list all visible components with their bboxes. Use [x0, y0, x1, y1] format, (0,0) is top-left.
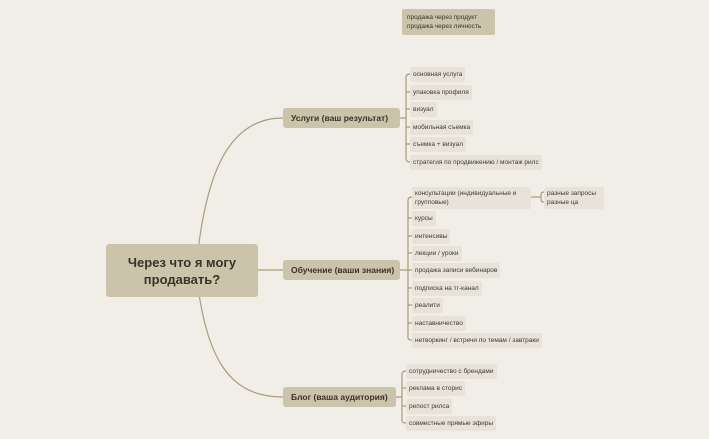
branch-services[interactable]: Услуги (ваш результат)	[283, 108, 400, 128]
note-box: продажа через продукт продажа через личн…	[402, 9, 495, 35]
sub-requests: разные запросы	[547, 190, 597, 197]
leaf-strategy[interactable]: стратегия по продвижению / монтаж рилс	[410, 155, 542, 170]
leaf-tg-subscription[interactable]: подписка на тг-канал	[412, 281, 482, 296]
root-node[interactable]: Через что я могу продавать?	[106, 244, 258, 297]
leaf-reality[interactable]: реалити	[412, 298, 443, 313]
leaf-courses[interactable]: курсы	[412, 211, 436, 226]
leaf-consultations[interactable]: консультации (индивидуальные и групповые…	[412, 187, 531, 209]
connector-consult-bracket	[531, 191, 545, 203]
leaf-webinar-sales[interactable]: продажа записи вебинаров	[412, 263, 501, 278]
sub-audience: разные ца	[547, 199, 579, 206]
leaf-visual[interactable]: визуал	[410, 102, 437, 117]
leaf-mobile-shooting[interactable]: мобильная съемка	[410, 120, 474, 135]
branch-education[interactable]: Обучение (ваши знания)	[283, 260, 400, 280]
leaf-lectures[interactable]: лекции / уроки	[412, 246, 462, 261]
branch-blog[interactable]: Блог (ваша аудитория)	[283, 387, 396, 407]
note-line-1: продажа через продукт	[407, 14, 478, 21]
leaf-reels-repost[interactable]: репост рилса	[406, 399, 453, 414]
leaf-mentoring[interactable]: наставничество	[412, 316, 466, 331]
connector-root-services	[195, 117, 284, 271]
leaf-stories-ads[interactable]: реклама в сторис	[406, 381, 465, 396]
leaf-brand-collab[interactable]: сотрудничество с брендами	[406, 364, 497, 379]
connector-services-bracket	[400, 73, 411, 163]
leaf-main-service[interactable]: основная услуга	[410, 67, 466, 82]
leaf-joint-live[interactable]: совместные прямые эфиры	[406, 416, 497, 431]
leaf-intensives[interactable]: интенсивы	[412, 229, 451, 244]
connector-blog-bracket	[396, 370, 407, 424]
connector-root-blog	[195, 269, 284, 398]
leaf-shooting-visual[interactable]: съемка + визуал	[410, 137, 466, 152]
leaf-consult-sub[interactable]: разные запросы разные ца	[544, 187, 604, 209]
leaf-profile-packaging[interactable]: упаковка профиля	[410, 85, 472, 100]
note-line-2: продажа через личность	[407, 23, 482, 30]
leaf-networking[interactable]: нетворкинг / встречи по темам / завтраки	[412, 333, 542, 348]
